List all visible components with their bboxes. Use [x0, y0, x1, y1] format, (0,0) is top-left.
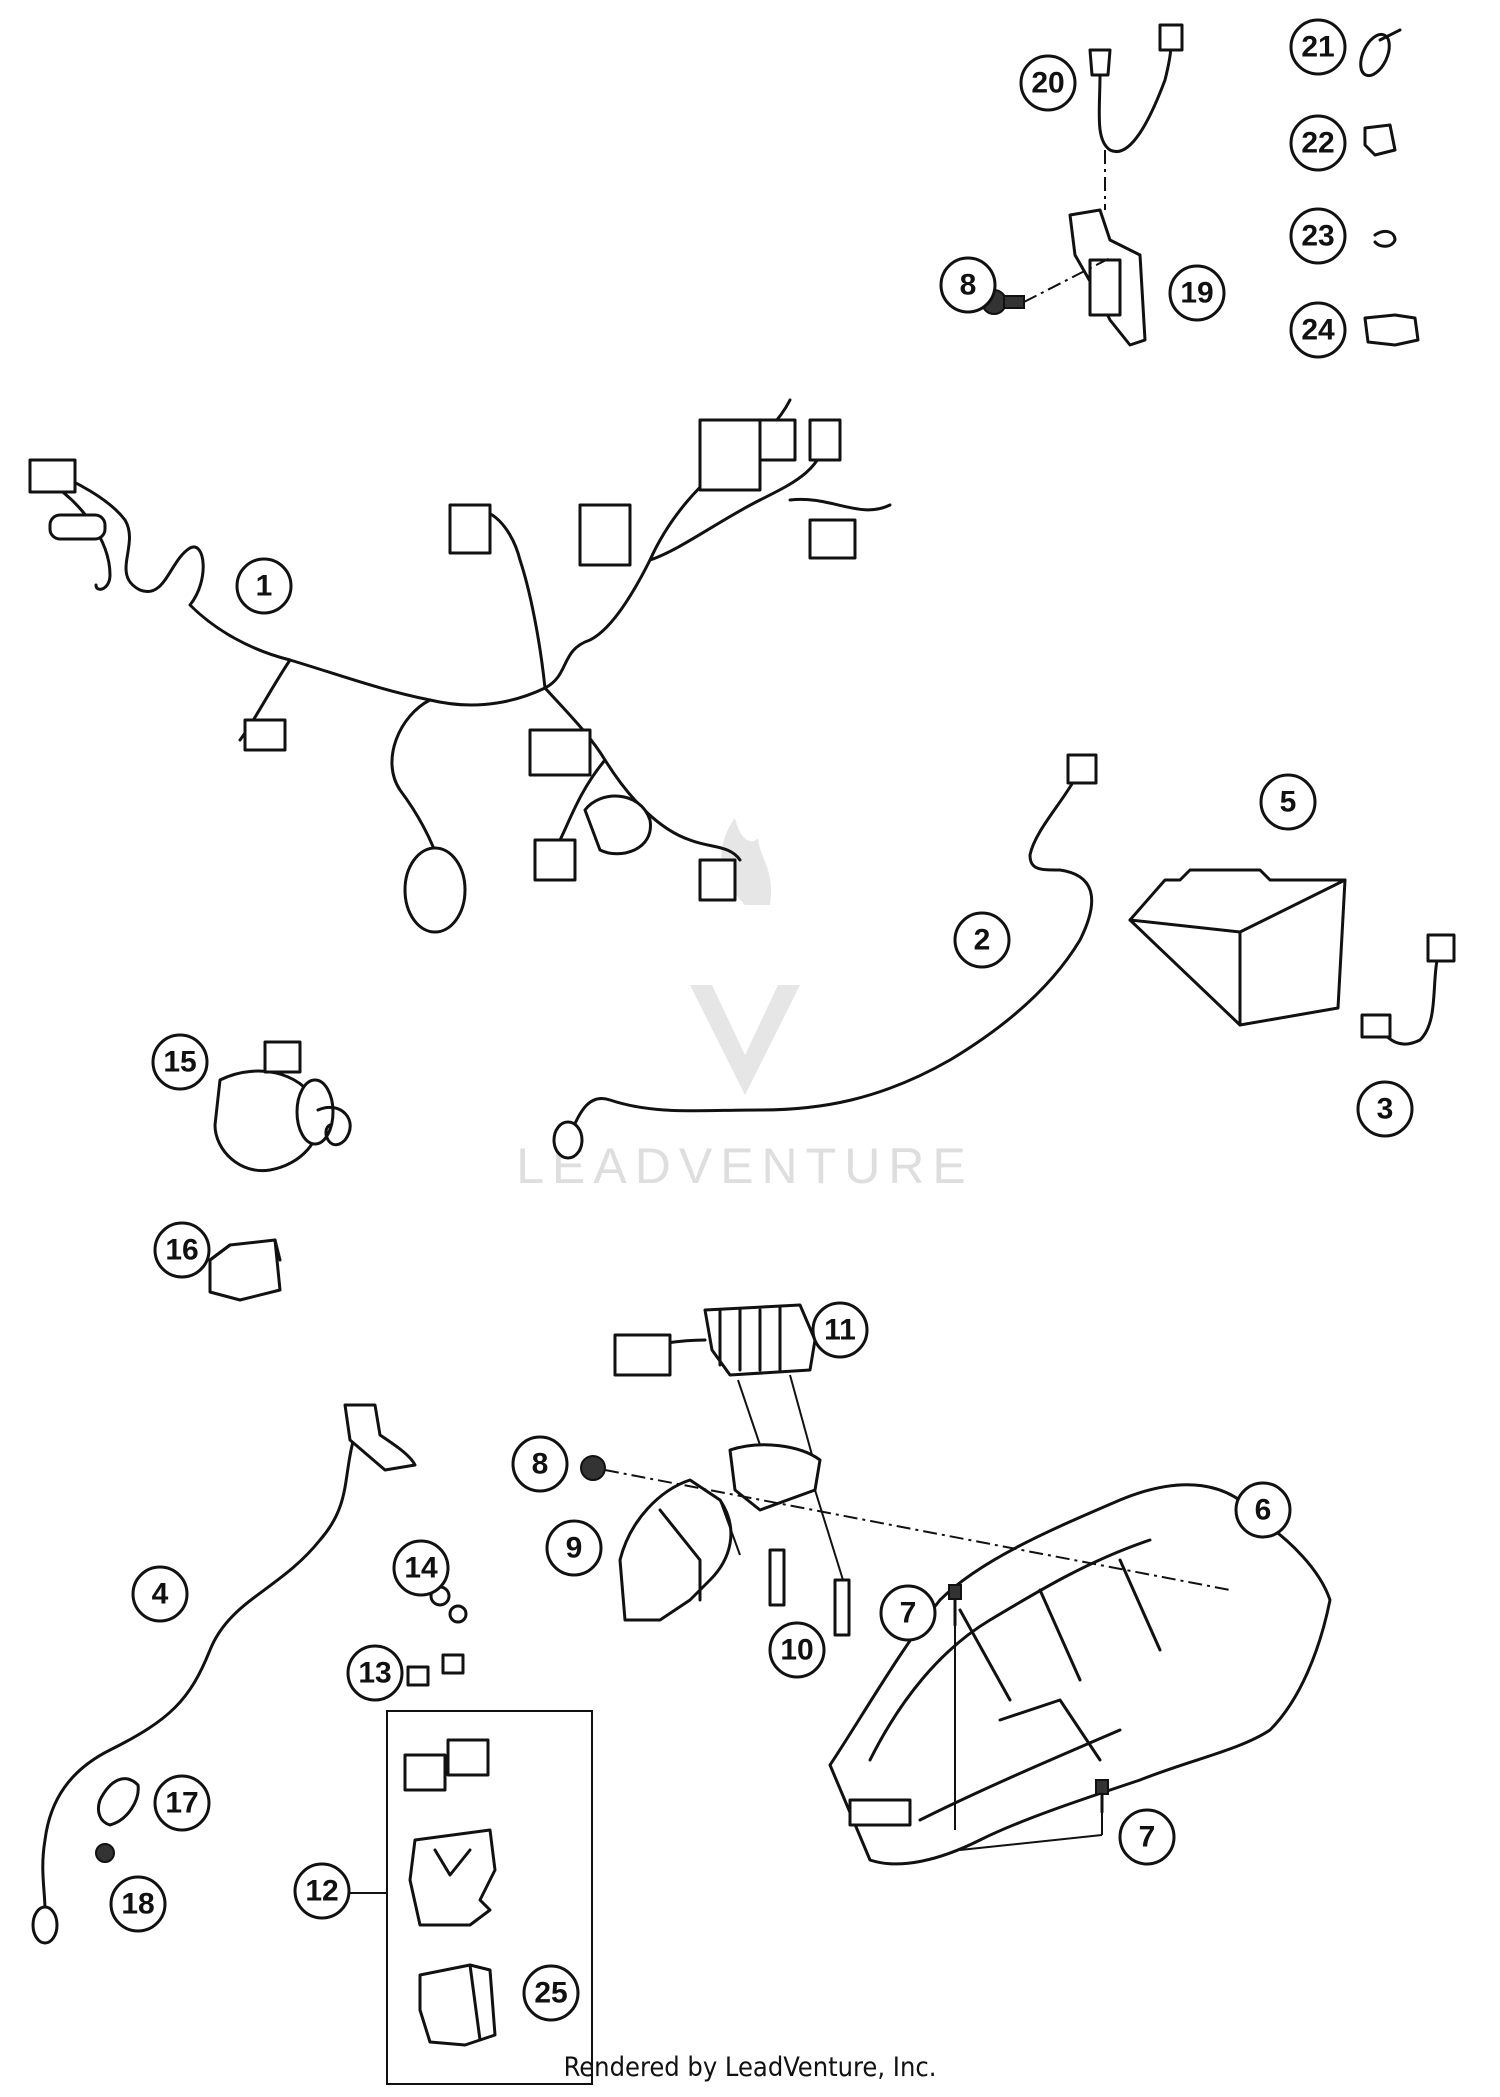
svg-text:2: 2: [974, 924, 991, 957]
callout-5: 5: [1259, 773, 1317, 831]
callout-10: 10: [768, 1621, 826, 1679]
part-19-bracket: [1068, 208, 1147, 347]
part-24-connector: [1363, 313, 1420, 347]
part-10-bolts: [768, 1548, 851, 1637]
callout-21: 21: [1289, 18, 1347, 76]
svg-text:13: 13: [358, 1657, 391, 1690]
svg-text:8: 8: [960, 269, 977, 302]
part-11-voltage-regulator: [613, 1303, 822, 1512]
callout-8a: 8: [939, 256, 997, 314]
callout-12: 12: [293, 1862, 351, 1920]
part-6-battery-holder: [828, 1483, 1332, 1866]
callout-4: 4: [131, 1565, 189, 1623]
part-20-diagnostic-cable: [1088, 23, 1184, 154]
callout-15: 15: [151, 1033, 209, 1091]
callout-24: 24: [1289, 301, 1347, 359]
callout-6: 6: [1234, 1481, 1292, 1539]
part-23-clip: [1373, 229, 1397, 248]
part-7-screws: [948, 1584, 1109, 1814]
svg-text:22: 22: [1301, 127, 1334, 160]
callout-13: 13: [346, 1644, 404, 1702]
callout-11: 11: [811, 1301, 869, 1359]
watermark-v-icon: [690, 985, 800, 1095]
svg-text:20: 20: [1031, 67, 1064, 100]
part-15-relay: [213, 1040, 352, 1173]
part-3-ground-cable: [1360, 933, 1456, 1046]
callout-23: 23: [1289, 207, 1347, 265]
callout-20: 20: [1019, 54, 1077, 112]
part-12-fuse-box-assembly: [386, 1710, 593, 2085]
render-credit: Rendered by LeadVenture, Inc.: [563, 2052, 937, 2083]
svg-text:8: 8: [532, 1448, 549, 1481]
svg-text:14: 14: [404, 1552, 438, 1585]
part-2-battery-cable: [552, 753, 1098, 1160]
svg-text:18: 18: [121, 1888, 154, 1921]
callout-9: 9: [545, 1519, 603, 1577]
svg-text:7: 7: [1139, 1821, 1156, 1854]
callout-7a: 7: [879, 1584, 937, 1642]
svg-text:11: 11: [824, 1314, 856, 1347]
part-14-caps: [429, 1585, 468, 1624]
part-9-holder: [618, 1478, 733, 1622]
callout-7b: 7: [1118, 1808, 1176, 1866]
svg-text:12: 12: [305, 1875, 338, 1908]
svg-text:3: 3: [1377, 1093, 1394, 1126]
callout-18: 18: [109, 1875, 167, 1933]
callout-1: 1: [235, 557, 293, 615]
part-5-battery: [1128, 868, 1347, 1027]
watermark-brand: LEADVENTURE: [516, 1138, 974, 1194]
part-4-starter-cable: [31, 1403, 417, 1945]
svg-text:16: 16: [165, 1234, 198, 1267]
part-25-fuse-box-cover: [418, 1963, 497, 2047]
leader-lines: [340, 150, 1231, 1894]
svg-text:1: 1: [256, 570, 273, 603]
watermark: LEADVENTURE: [516, 818, 974, 1194]
callouts: 1 2 3 4 5 6 7 7 8 8 9 10 11 12 13 14 15 …: [109, 18, 1414, 2022]
svg-text:10: 10: [780, 1634, 813, 1667]
part-16-connector: [208, 1238, 282, 1302]
part-22-clip: [1363, 123, 1397, 157]
part-1-main-wiring-harness: [28, 398, 892, 934]
svg-text:25: 25: [534, 1977, 567, 2010]
part-21-cable-tie: [1359, 28, 1402, 78]
svg-text:7: 7: [900, 1597, 917, 1630]
callout-25: 25: [522, 1964, 580, 2022]
part-13-fuses: [406, 1653, 465, 1687]
svg-text:24: 24: [1301, 314, 1335, 347]
part-17-terminal-cap: [96, 1777, 140, 1827]
svg-text:5: 5: [1280, 786, 1297, 819]
svg-text:23: 23: [1301, 220, 1334, 253]
callout-14: 14: [392, 1539, 450, 1597]
callout-22: 22: [1289, 114, 1347, 172]
svg-text:15: 15: [163, 1046, 196, 1079]
callout-3: 3: [1356, 1080, 1414, 1138]
svg-text:9: 9: [566, 1532, 583, 1565]
svg-text:17: 17: [165, 1787, 198, 1820]
callout-8b: 8: [511, 1435, 569, 1493]
callout-19: 19: [1168, 264, 1226, 322]
callout-16: 16: [153, 1221, 211, 1279]
svg-text:4: 4: [152, 1578, 169, 1611]
callout-2: 2: [953, 911, 1011, 969]
svg-text:6: 6: [1255, 1494, 1272, 1527]
svg-text:19: 19: [1180, 277, 1213, 310]
part-8-nuts: [580, 289, 1025, 1481]
svg-text:21: 21: [1301, 31, 1334, 64]
part-18-nut: [95, 1843, 115, 1863]
callout-17: 17: [153, 1774, 211, 1832]
